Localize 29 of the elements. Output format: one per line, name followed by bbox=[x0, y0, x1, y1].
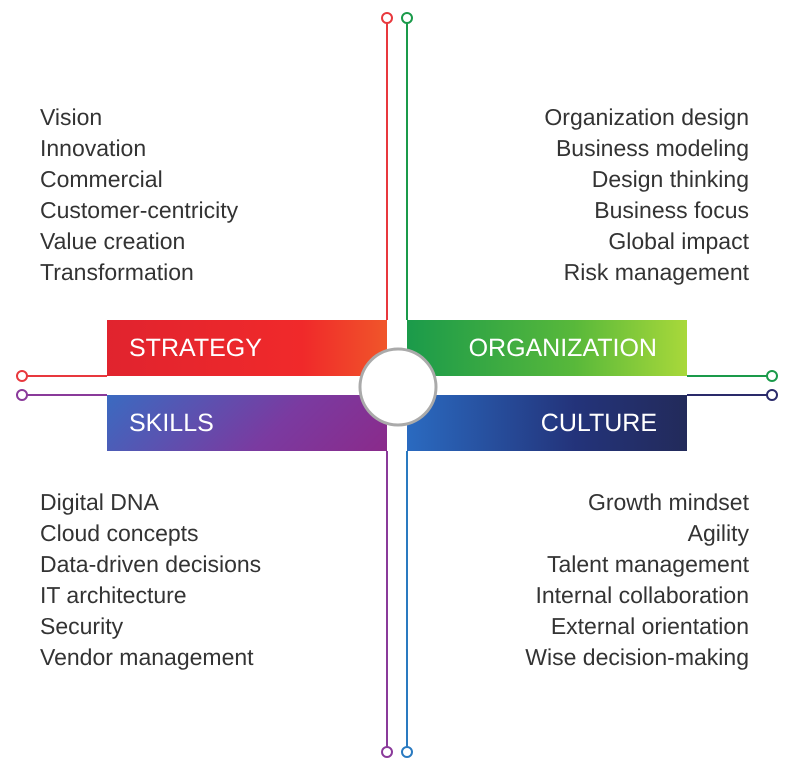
list-item: Global impact bbox=[608, 227, 749, 255]
category-bar: CULTURE bbox=[407, 395, 687, 451]
category-bar: ORGANIZATION bbox=[407, 320, 687, 376]
list-item: Wise decision-making bbox=[525, 643, 749, 671]
list-item: Organization design bbox=[544, 103, 749, 131]
list-item: Vision bbox=[40, 103, 102, 131]
list-item: Transformation bbox=[40, 258, 194, 286]
category-bar: STRATEGY bbox=[107, 320, 387, 376]
list-item: External orientation bbox=[550, 612, 749, 640]
list-item: Vendor management bbox=[40, 643, 254, 671]
category-bar: SKILLS bbox=[107, 395, 387, 451]
list-item: Business modeling bbox=[556, 134, 749, 162]
list-item: Business focus bbox=[594, 196, 749, 224]
list-item: IT architecture bbox=[40, 581, 187, 609]
list-item: Cloud concepts bbox=[40, 519, 199, 547]
list-item: Customer-centricity bbox=[40, 196, 238, 224]
center-circle bbox=[358, 348, 438, 426]
list-item: Value creation bbox=[40, 227, 186, 255]
list-item: Growth mindset bbox=[588, 488, 749, 516]
list-item: Innovation bbox=[40, 134, 146, 162]
list-item: Commercial bbox=[40, 165, 163, 193]
list-item: Agility bbox=[688, 519, 749, 547]
list-item: Security bbox=[40, 612, 124, 640]
list-item: Data-driven decisions bbox=[40, 550, 262, 578]
list-item: Internal collaboration bbox=[535, 581, 749, 609]
list-item: Digital DNA bbox=[40, 488, 159, 516]
list-item: Talent management bbox=[546, 550, 749, 578]
list-item: Risk management bbox=[564, 258, 749, 286]
list-item: Design thinking bbox=[592, 165, 749, 193]
